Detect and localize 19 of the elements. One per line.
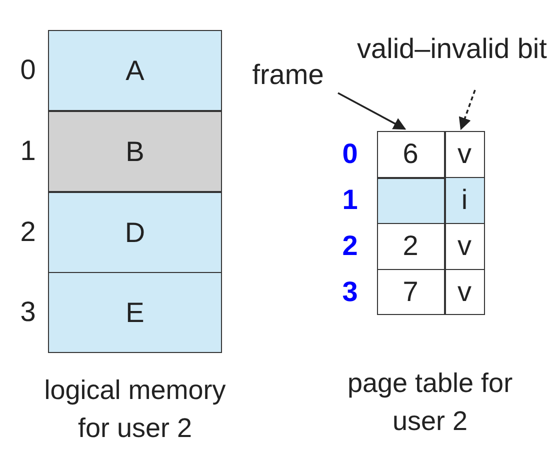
caption-text: logical memory for user 2 <box>43 374 227 445</box>
row-number: 0 <box>19 53 37 88</box>
page-number: 2 <box>341 229 359 264</box>
page-number: 0 <box>341 137 359 172</box>
annotation-text: frame <box>238 55 338 95</box>
memory-page-cell: B <box>48 111 222 192</box>
row-number: 2 <box>19 215 37 250</box>
memory-page-cell: A <box>48 30 222 111</box>
leader-arrow <box>458 90 476 130</box>
page-number: 3 <box>341 275 359 310</box>
row-number: 3 <box>19 295 37 330</box>
row-number: 1 <box>19 134 37 168</box>
page-number: 1 <box>341 183 359 218</box>
memory-page-cell: E <box>48 272 222 353</box>
annotation-text: valid–invalid bit <box>352 6 552 92</box>
memory-page-cell: D <box>48 192 222 273</box>
caption-text: page table for user 2 <box>346 367 514 438</box>
table-cell-value: i <box>444 176 484 224</box>
leader-arrow <box>338 92 406 130</box>
